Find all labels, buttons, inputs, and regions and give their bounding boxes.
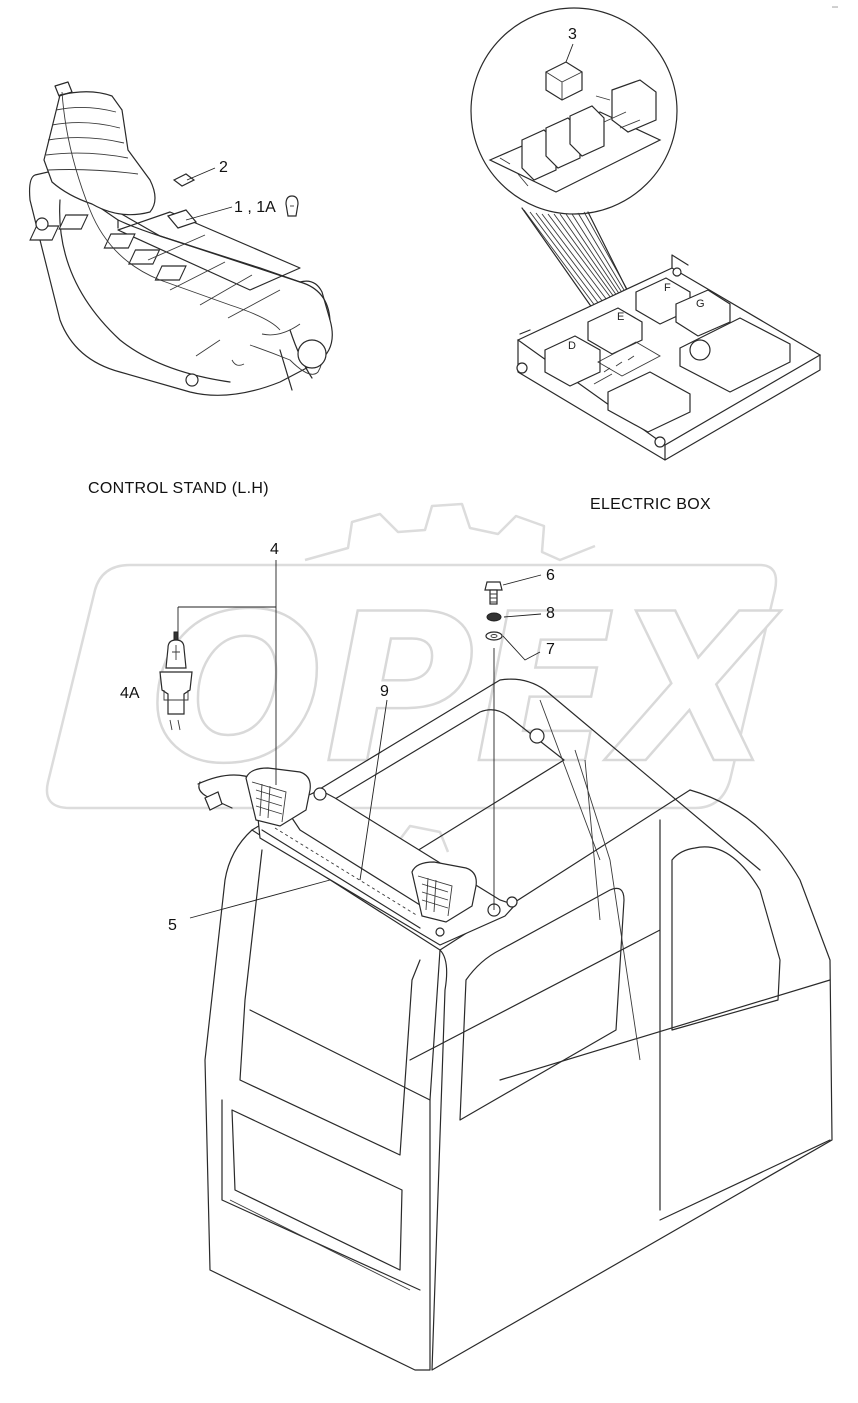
bracket-bolt-lower — [435, 927, 445, 937]
relay-label-g: G — [696, 298, 705, 310]
leader-8 — [503, 613, 542, 618]
part-2-plate — [172, 173, 196, 187]
caption-electric-box: ELECTRIC BOX — [590, 496, 711, 513]
control-stand-lh — [28, 81, 333, 396]
cab-lower-window — [221, 1099, 421, 1291]
callout-4: 4 — [270, 541, 279, 558]
joystick-boot-folds — [45, 107, 139, 175]
callout-9: 9 — [380, 683, 389, 700]
rocker-switch-2 — [58, 214, 89, 230]
leader-6 — [502, 574, 542, 586]
callout-1: 1 , 1A — [234, 199, 276, 216]
mounting-hole-1 — [35, 217, 49, 231]
zoom-relay-d — [611, 79, 657, 133]
module-g — [675, 289, 731, 337]
zoom-relay-c — [569, 105, 605, 157]
cab-front-frame — [204, 829, 441, 1371]
opex-watermark: OPEX — [45, 502, 783, 853]
callout-5: 5 — [168, 917, 177, 934]
watermark-outline — [45, 563, 778, 810]
work-lamp-left — [245, 767, 327, 827]
leader-7 — [502, 635, 541, 661]
leader-9 — [359, 699, 388, 881]
part-7-washer-hole — [490, 634, 498, 638]
part-8-spring-washer — [486, 612, 502, 622]
control-stand-wiring — [61, 91, 301, 336]
electric-box-edges — [517, 254, 821, 461]
mounting-hole-2 — [185, 373, 199, 387]
corner-mark: °°° — [832, 6, 838, 12]
part-3-relay-edges — [545, 71, 583, 100]
box-bolt-3 — [672, 267, 682, 277]
cab-roof-window — [299, 709, 565, 881]
leader-2 — [186, 167, 216, 181]
controller-knob — [689, 339, 711, 361]
mounting-hole-3 — [297, 339, 327, 369]
callout-4a: 4A — [120, 685, 140, 702]
cab-side-frame — [431, 789, 833, 1371]
leader-3 — [565, 43, 574, 63]
box-relay-sockets — [593, 341, 661, 385]
part-6-bolt — [484, 581, 503, 605]
callout-8: 8 — [546, 605, 555, 622]
leader-4 — [177, 560, 277, 785]
relay-label-e: E — [617, 311, 624, 323]
electric-box: D E F G — [470, 7, 822, 461]
callout-6: 6 — [546, 567, 555, 584]
rocker-switch-4 — [128, 249, 161, 265]
caption-control-stand: CONTROL STAND (L.H) — [88, 480, 269, 497]
zoom-cone-hatch — [523, 209, 633, 319]
fuse-module — [607, 371, 691, 433]
controller-module — [679, 317, 791, 393]
relay-label-f: F — [664, 282, 671, 294]
work-lamp-right — [411, 861, 518, 923]
bulb-4a-icon — [159, 631, 193, 731]
module-e — [587, 307, 643, 355]
watermark-text: OPEX — [150, 571, 782, 809]
bulb-1a-icon — [285, 195, 299, 217]
callout-2: 2 — [219, 159, 228, 176]
callout-7: 7 — [546, 641, 555, 658]
part-7-washer — [485, 631, 503, 641]
relay-label-d: D — [568, 340, 576, 352]
joystick-knob — [54, 81, 73, 97]
box-bolt-1 — [516, 362, 528, 374]
watermark-gear — [304, 502, 596, 562]
box-bolt-2 — [654, 436, 666, 448]
cab-side-window-2 — [671, 846, 781, 1031]
switch-panel — [117, 211, 301, 291]
lamp-harness-dashes — [274, 827, 419, 917]
leader-5 — [189, 879, 331, 919]
callout-3: 3 — [568, 26, 577, 43]
rocker-switch-5 — [154, 265, 187, 281]
zoom-detail-lines — [499, 95, 641, 187]
operator-cab — [197, 648, 833, 1371]
leader-1 — [185, 206, 233, 221]
cab-side-lines — [249, 819, 831, 1221]
cab-side-window-1 — [459, 887, 625, 1121]
module-d — [544, 335, 601, 387]
cab-front-window — [239, 849, 421, 1156]
cab-inner-lines — [229, 699, 641, 1291]
zoom-cone-edges — [521, 207, 633, 323]
part-1-switch — [166, 209, 198, 229]
cab-roof-hole — [529, 728, 545, 744]
harness-connector — [204, 791, 223, 811]
